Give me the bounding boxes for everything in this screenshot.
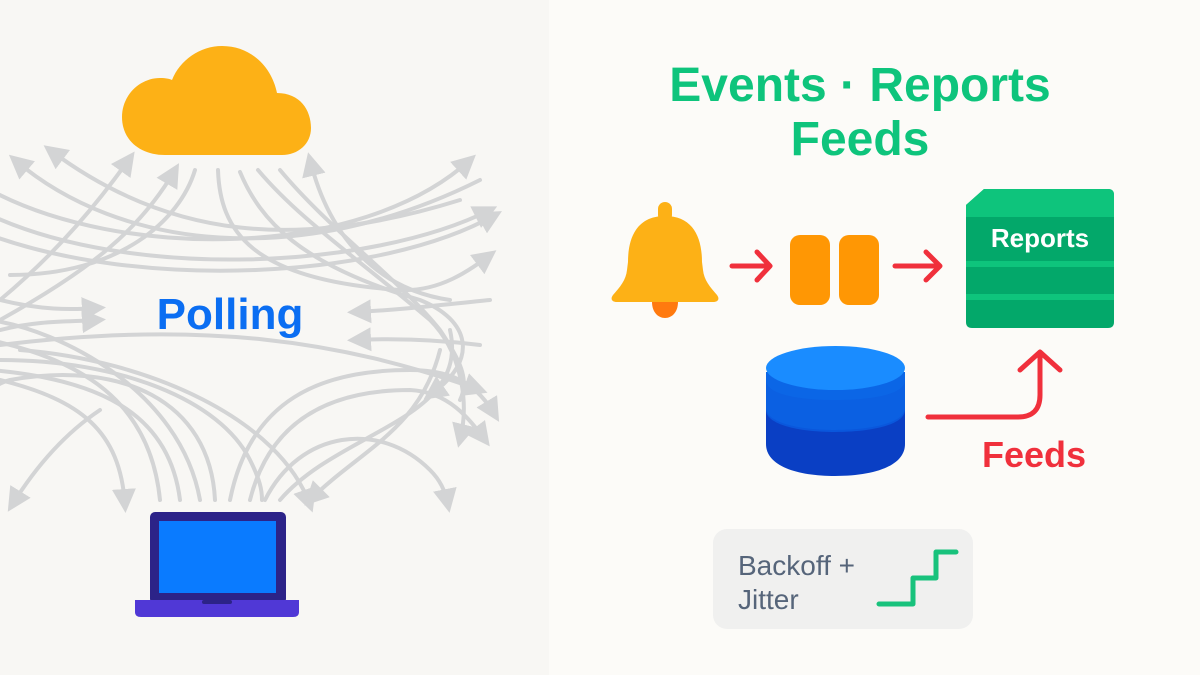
staircase-icon bbox=[876, 549, 959, 607]
poll-arrow bbox=[0, 309, 106, 334]
feeds-arrow-icon bbox=[925, 349, 1063, 420]
poll-arrow bbox=[43, 145, 462, 232]
poll-arrow bbox=[0, 358, 264, 502]
cloud-icon bbox=[122, 46, 311, 155]
poll-arrow bbox=[0, 373, 217, 502]
database-icon bbox=[766, 346, 905, 476]
poll-arrow bbox=[347, 298, 492, 324]
arrow-right-icon bbox=[729, 249, 773, 283]
poll-arrow bbox=[263, 436, 457, 513]
poll-arrow bbox=[0, 163, 180, 322]
bell-icon bbox=[611, 202, 719, 318]
backoff-jitter-label: Backoff + Jitter bbox=[738, 549, 855, 617]
poll-arrow bbox=[0, 206, 498, 262]
poll-arrow bbox=[0, 297, 106, 322]
arrow-right-icon bbox=[892, 249, 943, 283]
polling-arrows-layer bbox=[0, 46, 502, 617]
title-line-2: Feeds bbox=[790, 113, 930, 166]
poll-arrow bbox=[302, 152, 452, 302]
poll-arrow bbox=[8, 168, 197, 277]
backoff-line-1: Backoff + bbox=[738, 550, 856, 581]
poll-arrow bbox=[0, 151, 135, 302]
poll-arrow bbox=[18, 348, 316, 513]
poll-arrow bbox=[0, 211, 502, 273]
backoff-line-2: Jitter bbox=[738, 584, 799, 615]
reports-stack-icon bbox=[966, 189, 1114, 328]
title-line-1: Events · Reports bbox=[669, 59, 1051, 112]
polling-label: Polling bbox=[156, 290, 304, 339]
poll-arrow bbox=[216, 168, 497, 293]
poll-arrow bbox=[8, 154, 482, 241]
reports-label: Reports bbox=[990, 223, 1090, 253]
poll-arrow bbox=[0, 378, 136, 513]
queue-icon bbox=[790, 235, 879, 305]
poll-arrow bbox=[7, 408, 102, 512]
poll-arrow bbox=[278, 328, 454, 502]
feeds-label: Feeds bbox=[982, 434, 1087, 475]
poll-arrow bbox=[228, 367, 500, 502]
poll-arrow bbox=[304, 348, 442, 506]
backoff-jitter-card: Backoff + Jitter bbox=[713, 529, 973, 629]
laptop-icon bbox=[135, 512, 299, 617]
poll-arrow bbox=[347, 327, 482, 352]
